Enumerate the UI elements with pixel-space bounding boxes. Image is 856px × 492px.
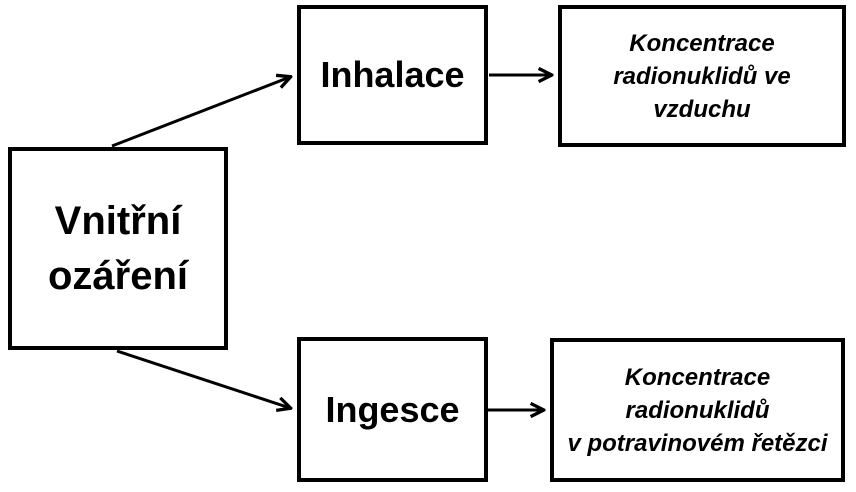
node-koncentrace-vzduch-line1: Koncentrace	[629, 29, 775, 57]
node-inhalace: Inhalace	[297, 5, 488, 145]
node-koncentrace-potraviny-line1: Koncentrace	[624, 363, 771, 391]
node-koncentrace-vzduch-line2: radionuklidů ve	[613, 62, 791, 90]
node-koncentrace-potraviny-line3: v potravinovém řetězci	[567, 429, 828, 457]
node-koncentrace-potraviny-line2: radionuklidů	[625, 396, 770, 424]
node-koncentrace-vzduch-line3: vzduchu	[653, 95, 751, 123]
node-koncentrace-potraviny: Koncentrace radionuklidů v potravinovém …	[550, 338, 845, 482]
node-vnitrni-ozareni-line2: ozáření	[47, 253, 189, 298]
node-inhalace-label: Inhalace	[320, 54, 465, 95]
arrow-source-to-ingesce	[116, 349, 290, 408]
node-vnitrni-ozareni: Vnitřní ozáření	[8, 147, 228, 350]
arrow-source-to-inhalace	[111, 77, 290, 148]
node-ingesce-label: Ingesce	[325, 388, 460, 430]
node-vnitrni-ozareni-line1: Vnitřní	[54, 198, 182, 243]
node-ingesce: Ingesce	[297, 337, 488, 482]
node-koncentrace-vzduch: Koncentrace radionuklidů ve vzduchu	[558, 5, 846, 147]
